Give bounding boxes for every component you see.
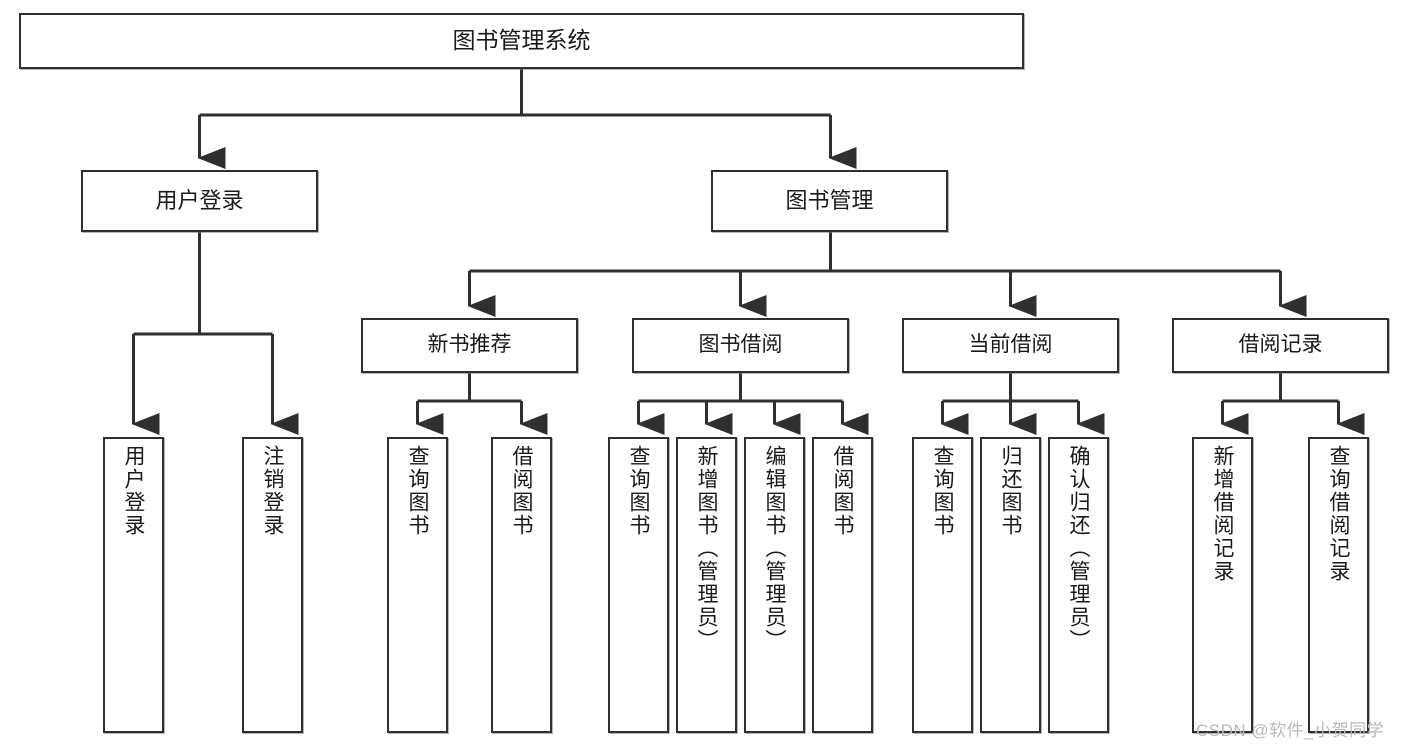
- node-label: 确认归还（管理员）: [1067, 445, 1090, 652]
- node-label: 借阅记录: [1238, 333, 1323, 357]
- leaf-borrow-records-query-record[interactable]: 查询借阅记录: [1308, 437, 1369, 733]
- node-book-borrow[interactable]: 图书借阅: [632, 318, 849, 373]
- node-label: 查询图书: [627, 445, 650, 537]
- node-root-book-management-system[interactable]: 图书管理系统: [19, 13, 1024, 69]
- node-borrow-records[interactable]: 借阅记录: [1172, 318, 1389, 373]
- node-label: 编辑图书（管理员）: [763, 445, 786, 652]
- node-label: 图书管理: [785, 188, 874, 214]
- leaf-current-borrow-return-books[interactable]: 归还图书: [980, 437, 1041, 733]
- leaf-user-login-logout[interactable]: 注销登录: [242, 437, 303, 733]
- node-label: 当前借阅: [968, 333, 1053, 357]
- leaf-book-borrow-borrow-books[interactable]: 借阅图书: [812, 437, 873, 733]
- node-label: 借阅图书: [510, 445, 533, 537]
- leaf-user-login-login[interactable]: 用户登录: [103, 437, 164, 733]
- node-label: 新书推荐: [427, 333, 512, 357]
- node-book-management[interactable]: 图书管理: [711, 170, 948, 232]
- node-label: 借阅图书: [831, 445, 854, 537]
- node-label: 查询图书: [931, 445, 954, 537]
- node-label: 用户登录: [122, 445, 145, 537]
- node-label: 图书管理系统: [452, 27, 591, 54]
- node-label: 新增图书（管理员）: [695, 445, 718, 652]
- leaf-book-borrow-query-books[interactable]: 查询图书: [608, 437, 669, 733]
- csdn-watermark: CSDN @软件_小贺同学: [1196, 721, 1385, 740]
- node-label: 查询图书: [406, 445, 429, 537]
- node-label: 用户登录: [155, 188, 244, 214]
- node-label: 新增借阅记录: [1211, 445, 1234, 583]
- node-label: 图书借阅: [698, 333, 783, 357]
- leaf-borrow-records-add-record[interactable]: 新增借阅记录: [1192, 437, 1253, 733]
- node-user-login[interactable]: 用户登录: [81, 170, 318, 232]
- leaf-current-borrow-query-books[interactable]: 查询图书: [912, 437, 973, 733]
- node-new-book-recommend[interactable]: 新书推荐: [361, 318, 578, 373]
- node-label: 查询借阅记录: [1327, 445, 1350, 583]
- leaf-new-book-query-books[interactable]: 查询图书: [387, 437, 448, 733]
- leaf-book-borrow-add-book-admin[interactable]: 新增图书（管理员）: [676, 437, 737, 733]
- node-label: 注销登录: [261, 445, 284, 537]
- leaf-current-borrow-confirm-return-admin[interactable]: 确认归还（管理员）: [1048, 437, 1109, 733]
- leaf-book-borrow-edit-book-admin[interactable]: 编辑图书（管理员）: [744, 437, 805, 733]
- node-current-borrow[interactable]: 当前借阅: [902, 318, 1119, 373]
- leaf-new-book-borrow-books[interactable]: 借阅图书: [491, 437, 552, 733]
- node-label: 归还图书: [999, 445, 1022, 537]
